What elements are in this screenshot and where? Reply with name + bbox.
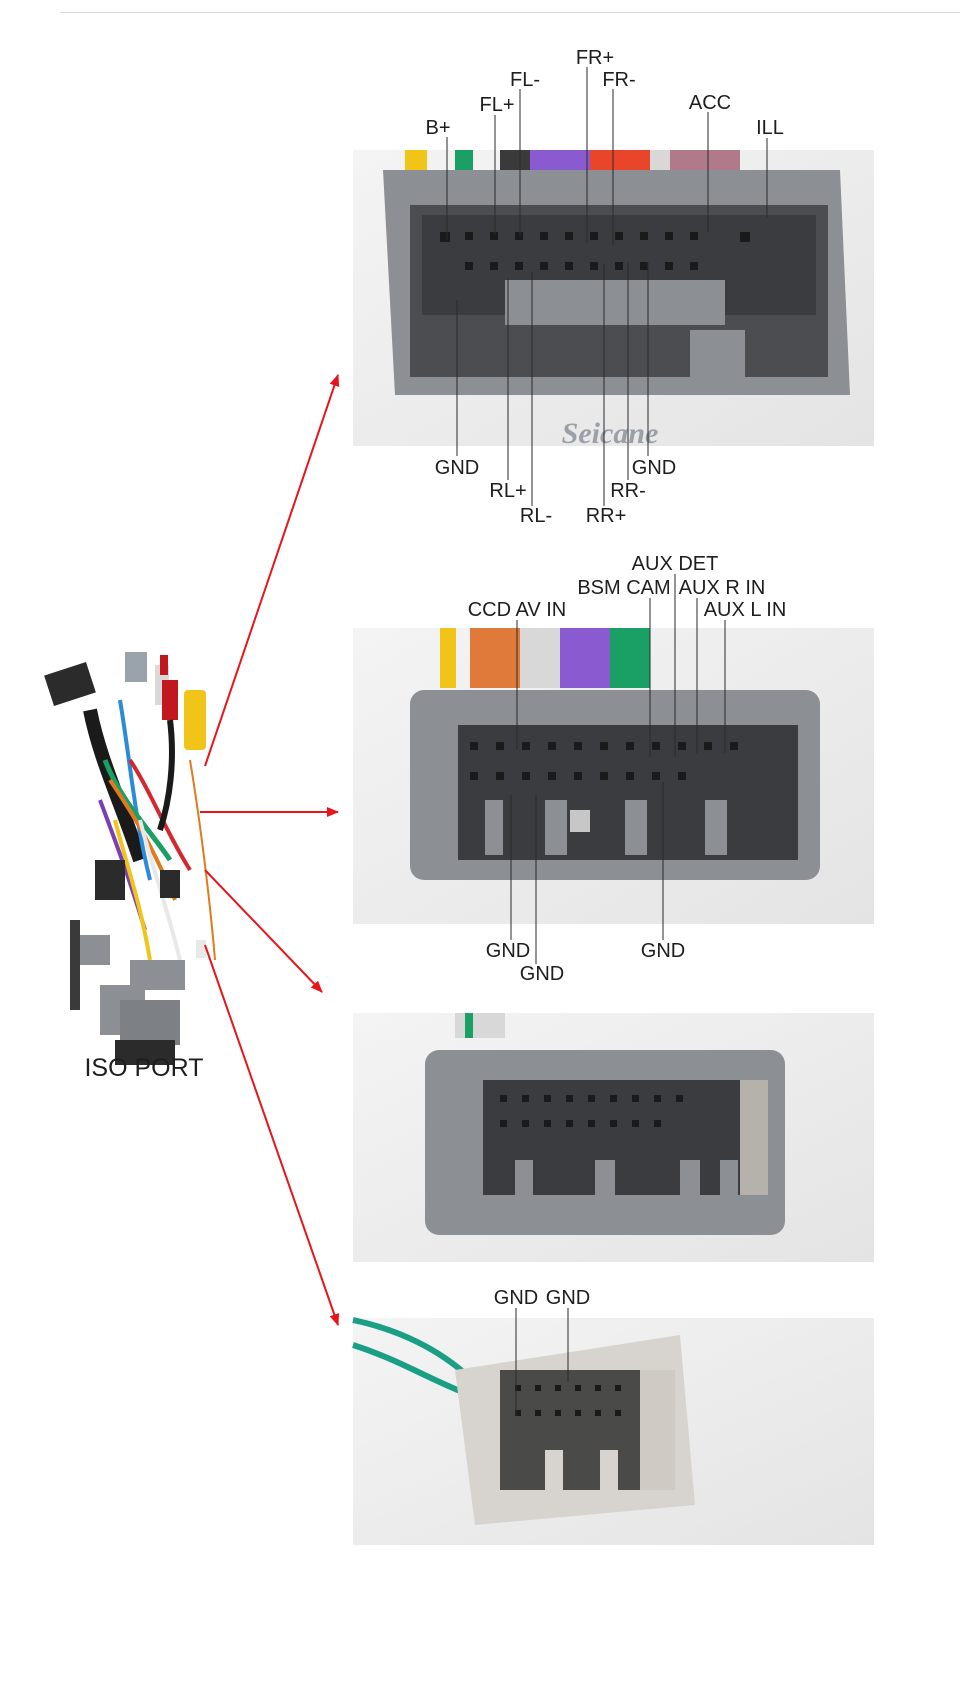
connector-photo-3 [353, 1013, 874, 1262]
pin-label-rr-plus: RR+ [586, 505, 627, 527]
pin-label-gnd-3: GND [486, 940, 530, 962]
pin-label-gnd: GND [435, 457, 479, 479]
brand-watermark: Seicane [562, 417, 659, 450]
panel-4-leader-lines [515, 1308, 569, 1416]
pin-label-ccd-av-in: CCD AV IN [468, 599, 567, 621]
panel-4-top-labels: GND GND [494, 1287, 590, 1309]
arrow-to-panel-4 [204, 944, 340, 1326]
pin-label-gnd-4: GND [520, 963, 564, 985]
pin-label-fl-plus: FL+ [479, 94, 514, 116]
pin-label-acc: ACC [689, 92, 731, 114]
pin-label-rl-plus: RL+ [489, 480, 526, 502]
pin-label-fr-minus: FR- [602, 69, 635, 91]
pin-label-rl-minus: RL- [520, 505, 552, 527]
connector-photo-2 [353, 628, 874, 924]
pin-label-b-plus: B+ [425, 117, 450, 139]
pin-label-aux-det: AUX DET [632, 553, 719, 575]
pin-label-gnd-5: GND [641, 940, 685, 962]
panel-2-bottom-labels: GND GND GND [486, 940, 685, 985]
top-divider [60, 12, 960, 13]
panel-1-top-labels: B+ FL+ FL- FR+ FR- ACC ILL [425, 47, 783, 139]
connector-photo-4 [352, 1317, 874, 1545]
pin-label-rr-minus: RR- [610, 480, 646, 502]
pin-label-fl-minus: FL- [510, 69, 540, 91]
panel-1-bottom-labels: GND RL+ RL- RR+ RR- GND [435, 457, 676, 527]
panel-1-leader-lines [446, 67, 768, 506]
panel-2-leader-lines [510, 574, 726, 964]
wiring-harness-image [44, 652, 216, 1065]
iso-port-label: ISO PORT [84, 1054, 203, 1082]
arrow-to-panel-3 [204, 869, 323, 993]
pin-label-aux-l-in: AUX L IN [704, 599, 787, 621]
pin-label-ill: ILL [756, 117, 784, 139]
pin-label-gnd-7: GND [546, 1287, 590, 1309]
panel-2-top-labels: CCD AV IN BSM CAM AUX DET AUX R IN AUX L… [468, 553, 787, 621]
pin-label-gnd-2: GND [632, 457, 676, 479]
pin-label-bsm-cam: BSM CAM [577, 577, 670, 599]
pin-label-gnd-6: GND [494, 1287, 538, 1309]
arrow-to-panel-1 [204, 374, 340, 767]
pin-label-fr-plus: FR+ [576, 47, 614, 69]
pin-label-aux-r-in: AUX R IN [679, 577, 766, 599]
